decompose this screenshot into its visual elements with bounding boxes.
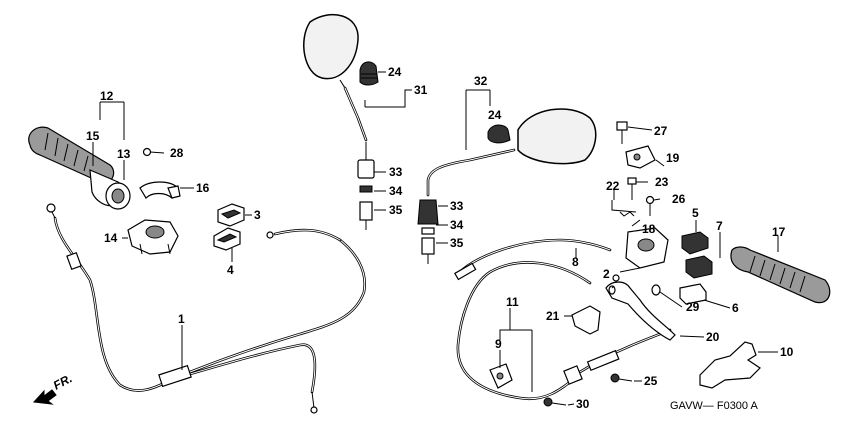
part-label-21: 21 <box>546 309 560 323</box>
part-label-9: 9 <box>495 337 502 351</box>
bracket-19 <box>625 145 656 169</box>
brake-cable-11 <box>456 261 592 401</box>
screw-27 <box>616 121 628 144</box>
screw-26 <box>645 195 655 216</box>
part-label-28: 28 <box>170 146 184 160</box>
part-label-10: 10 <box>780 345 794 359</box>
bolt-30 <box>543 397 567 407</box>
figure-code: GAVW— F0300 A <box>670 400 758 412</box>
part-label-19: 19 <box>666 151 680 165</box>
bolt-2 <box>612 274 620 282</box>
part-label-15: 15 <box>86 129 100 143</box>
lever-20 <box>605 281 676 341</box>
nut-33-35-left <box>357 142 375 230</box>
part-label-11: 11 <box>506 295 519 309</box>
bracket-21 <box>571 305 601 335</box>
mirror-left-31 <box>303 14 368 142</box>
part-label-16: 16 <box>196 181 210 195</box>
switch-4 <box>213 227 241 251</box>
switch-7 <box>685 255 713 279</box>
bracket-10 <box>699 341 761 389</box>
leader-lines <box>92 71 779 406</box>
part-label-31: 31 <box>414 83 428 97</box>
nut-33-35-right <box>417 199 439 264</box>
part-label-35-right: 35 <box>450 236 464 250</box>
grip-17 <box>730 246 831 304</box>
switch-5 <box>681 231 709 255</box>
part-label-27: 27 <box>654 124 668 138</box>
part-label-32: 32 <box>474 74 488 88</box>
clutch-cable-8 <box>454 238 612 281</box>
part-label-14: 14 <box>104 231 118 245</box>
throttle-grip <box>28 126 131 210</box>
part-label-5: 5 <box>692 206 699 220</box>
part-label-7: 7 <box>716 219 723 233</box>
part-label-18: 18 <box>642 222 656 236</box>
part-label-17: 17 <box>772 225 786 239</box>
part-label-33-left: 33 <box>389 165 403 179</box>
part-label-33-right: 33 <box>450 199 464 213</box>
boot-24-left <box>359 61 379 86</box>
switch-6 <box>679 283 707 305</box>
switch-3 <box>217 203 245 227</box>
part-label-25: 25 <box>644 374 658 388</box>
part-labels: 12 15 13 28 16 14 3 4 1 24 31 33 34 35 3… <box>86 65 794 411</box>
part-label-12: 12 <box>100 89 114 103</box>
part-label-3: 3 <box>254 208 261 222</box>
arrow-icon <box>32 389 57 405</box>
throttle-housing-14 <box>127 219 179 255</box>
part-label-35-left: 35 <box>389 203 403 217</box>
screw-23 <box>627 177 637 200</box>
part-label-30: 30 <box>576 397 590 411</box>
part-label-13: 13 <box>117 147 131 161</box>
part-label-26: 26 <box>672 192 686 206</box>
grip-cap-16 <box>139 181 181 199</box>
part-label-34-right: 34 <box>450 218 464 232</box>
part-label-23: 23 <box>655 175 669 189</box>
part-label-8: 8 <box>572 255 579 269</box>
master-cylinder-18 <box>619 227 669 273</box>
part-label-20: 20 <box>706 330 720 344</box>
part-label-6: 6 <box>732 301 739 315</box>
boot-24-right <box>487 124 511 144</box>
part-label-1: 1 <box>178 312 185 326</box>
part-label-4: 4 <box>227 263 234 277</box>
spring-22 <box>611 200 637 217</box>
pivot-29 <box>608 284 661 296</box>
clamp-9 <box>489 363 513 389</box>
bolt-25 <box>610 373 633 383</box>
part-label-24-left: 24 <box>388 65 402 79</box>
part-label-24-right: 24 <box>488 108 502 122</box>
throttle-cable-1 <box>46 203 367 414</box>
part-label-22: 22 <box>606 179 620 193</box>
front-direction-indicator: FR. <box>32 371 75 405</box>
part-label-34-left: 34 <box>389 184 403 198</box>
part-label-2: 2 <box>603 267 610 281</box>
direction-label: FR. <box>51 371 75 392</box>
part-label-29: 29 <box>686 300 700 314</box>
screw-28 <box>142 147 165 157</box>
mirror-right-32 <box>426 108 597 197</box>
